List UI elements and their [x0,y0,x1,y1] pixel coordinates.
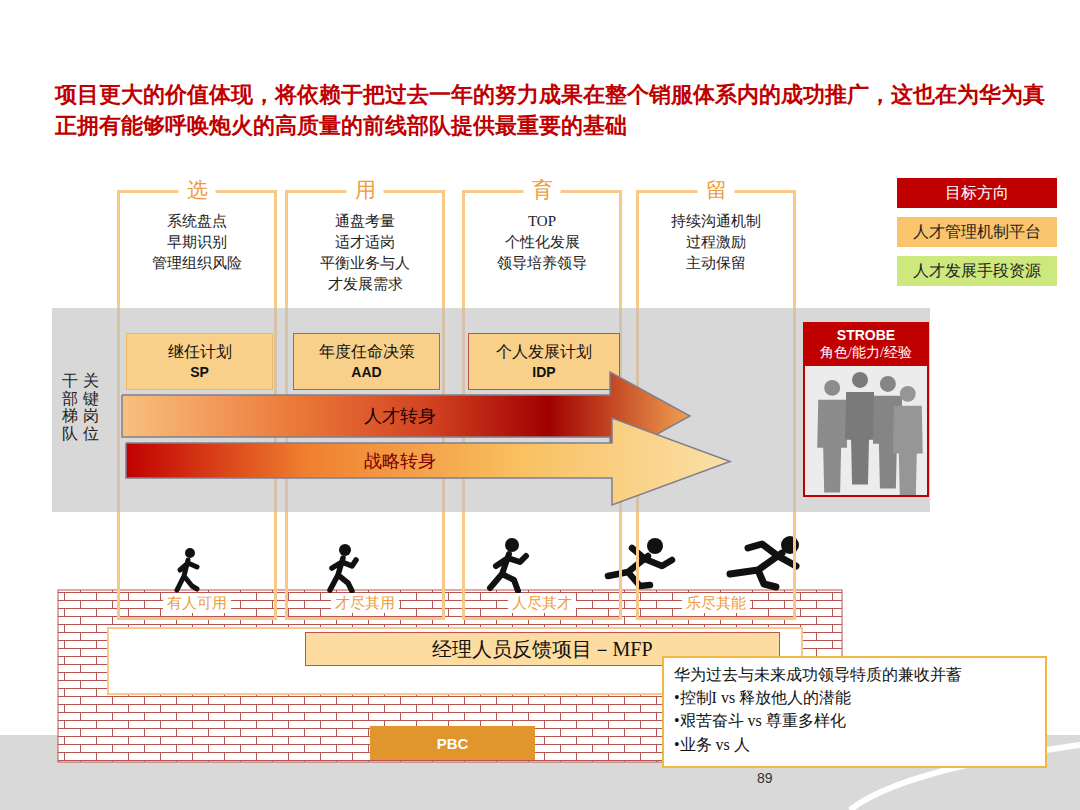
stage-outcome: 乐尽其能 [682,593,750,613]
callout-box: 华为过去与未来成功领导特质的兼收并蓄•控制I vs 释放他人的潜能•艰苦奋斗 v… [662,656,1047,768]
callout-bullet: •控制I vs 释放他人的潜能 [674,686,1035,709]
legend-text: 人才管理机制平台 [913,222,1041,243]
stage-outcome: 人尽其才 [508,593,576,613]
people-silhouettes [805,366,927,495]
person-silhouette [817,380,847,492]
plan-box: 继任计划SP [126,333,273,390]
legend-swatch: 人才管理机制平台 [897,217,1057,247]
strobe-title: STROBE [805,324,927,344]
person-silhouette [845,372,875,484]
stage-body: TOP 个性化发展 领导培养领导 [494,211,590,274]
plan-name: 个人发展计划 [496,342,592,363]
plan-box: 个人发展计划IDP [468,333,620,390]
stage-heading: 用 [347,177,384,203]
legend-swatch: 人才发展手段资源 [897,256,1057,286]
cadre-band: 关键岗位干部梯队 继任计划SP 年度任命决策AAD 个人发展计划IDP 人才转身战略转身… [52,308,930,512]
stage-body: 通盘考量 适才适岗 平衡业务与人才发展需求 [317,211,413,295]
plan-code: IDP [532,363,555,381]
stage-body: 系统盘点 早期识别 管理组织风险 [149,211,245,274]
runner-figures [177,536,799,591]
mfp-label: 经理人员反馈项目－MFP [432,636,652,663]
person-silhouette [893,386,923,495]
arrow-label: 人才转身 [320,395,480,437]
band-label: 关键岗位 [83,372,99,442]
pbc-box: PBC [370,726,535,760]
stage-heading: 育 [524,177,561,203]
plan-code: AAD [351,363,381,381]
arrow-label: 战略转身 [320,443,480,478]
plan-name: 继任计划 [168,342,232,363]
strobe-box: STROBE角色/能力/经验 [803,322,929,497]
stage-heading: 留 [698,177,735,203]
plan-box: 年度任命决策AAD [293,333,440,390]
page-number: 89 [757,770,773,786]
band-label: 干部梯队 [62,372,78,442]
transition-arrow: 战略转身 [126,418,730,505]
arrow-outline [126,418,730,505]
legend-text: 目标方向 [945,183,1009,204]
stage-body: 持续沟通机制 过程激励 主动保留 [668,211,764,274]
stage-heading: 选 [179,177,216,203]
legend-text: 人才发展手段资源 [913,261,1041,282]
plan-code: SP [190,363,209,381]
plan-name: 年度任命决策 [319,342,415,363]
slide-title: 项目更大的价值体现，将依赖于把过去一年的努力成果在整个销服体系内的成功推广，这也… [55,80,1045,142]
callout-heading: 华为过去与未来成功领导特质的兼收并蓄 [674,663,1035,686]
stage-outcome: 有人可用 [163,593,231,613]
legend-swatch: 目标方向 [897,178,1057,208]
strobe-subtitle: 角色/能力/经验 [805,344,927,366]
callout-bullet: •业务 vs 人 [674,733,1035,756]
pbc-label: PBC [437,735,469,752]
stage-outcome: 才尽其用 [331,593,399,613]
callout-bullet: •艰苦奋斗 vs 尊重多样化 [674,709,1035,732]
